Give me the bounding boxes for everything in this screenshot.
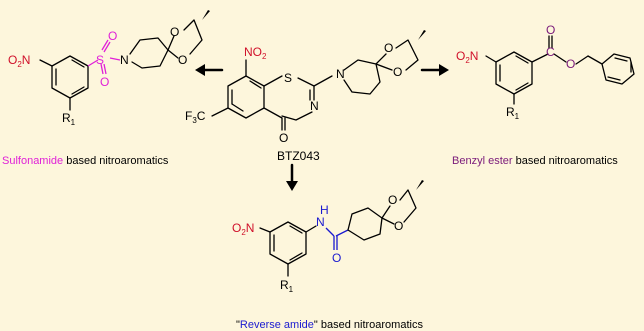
btz-thiazine-nitrogen-label: N [310, 99, 319, 113]
arrow-right [420, 64, 449, 76]
sulfonamide-oxygen-top-label: O [108, 29, 117, 43]
amide-dioxolane-ring [381, 180, 424, 225]
ester-carbon-label: C [546, 45, 555, 59]
sulfonamide-dioxolane-ring [167, 10, 210, 59]
ester-nitro-label: O2N [456, 49, 478, 65]
btz-piperidine-nitrogen-label: N [336, 67, 345, 81]
ester-benzyl-ring [601, 53, 635, 85]
btz-carbonyl-oxygen-label: O [279, 131, 288, 145]
btz043-label: BTZ043 [277, 149, 320, 163]
sulfonamide-oxygen-bottom-label: O [100, 75, 109, 89]
arrow-down [286, 163, 298, 191]
btz-thiazine-ring [263, 75, 333, 131]
sulfonamide-structure: O2N S O O N O O R1 Sulfonamide based nit… [2, 10, 210, 167]
ester-r1-label: R1 [506, 105, 520, 121]
reverse-amide-caption: "Reverse amide" based nitroaromatics [236, 319, 423, 331]
btz-cf3-label: F3C [185, 109, 206, 125]
amide-hydrogen-label: H [320, 203, 329, 217]
sulfonamide-dioxolane-oxygen-bottom-label: O [178, 53, 187, 67]
arrow-left [195, 64, 224, 76]
amide-nitrogen-label: N [316, 215, 325, 229]
sulfonamide-caption: Sulfonamide based nitroaromatics [2, 155, 169, 167]
btz-dioxolane-oxygen-top-label: O [384, 41, 393, 55]
amide-r1-label: R1 [280, 278, 294, 294]
amide-dioxolane-oxygen-bottom-label: O [394, 219, 403, 233]
amide-nitro-label: O2N [232, 221, 254, 237]
ester-oxygen-label: O [566, 57, 575, 71]
sulfonamide-r1-label: R1 [62, 111, 76, 127]
ester-benzene-ring [495, 51, 533, 95]
ester-carbonyl-oxygen-label: O [546, 23, 555, 37]
sulfonamide-benzene-ring [51, 55, 89, 99]
benzyl-ester-structure: O2N O C O R1 Benzyl ester based nitroaro… [452, 23, 635, 167]
amide-dioxolane-oxygen-top-label: O [388, 193, 397, 207]
btz-dioxolane-ring [375, 30, 426, 71]
btz-piperidine-ring [343, 59, 381, 95]
btz-nitro-label: NO2 [244, 45, 267, 61]
sulfonamide-sulfur-label: S [96, 53, 104, 67]
amide-oxygen-label: O [332, 251, 341, 265]
benzyl-ester-caption: Benzyl ester based nitroaromatics [452, 155, 618, 167]
btz-dioxolane-oxygen-bottom-label: O [393, 65, 402, 79]
sulfonamide-dioxolane-oxygen-top-label: O [170, 25, 179, 39]
btz043-structure: NO2 S N O N O O F3C BTZ043 [185, 30, 426, 163]
btz-sulfur-label: S [284, 71, 292, 85]
sulfonamide-nitro-label: O2N [8, 53, 30, 69]
sulfonamide-nitrogen-label: N [120, 53, 129, 67]
reverse-amide-structure: O2N N H O O O R1 "Reverse amide" based n… [232, 180, 424, 331]
amide-benzene-ring [269, 221, 307, 265]
